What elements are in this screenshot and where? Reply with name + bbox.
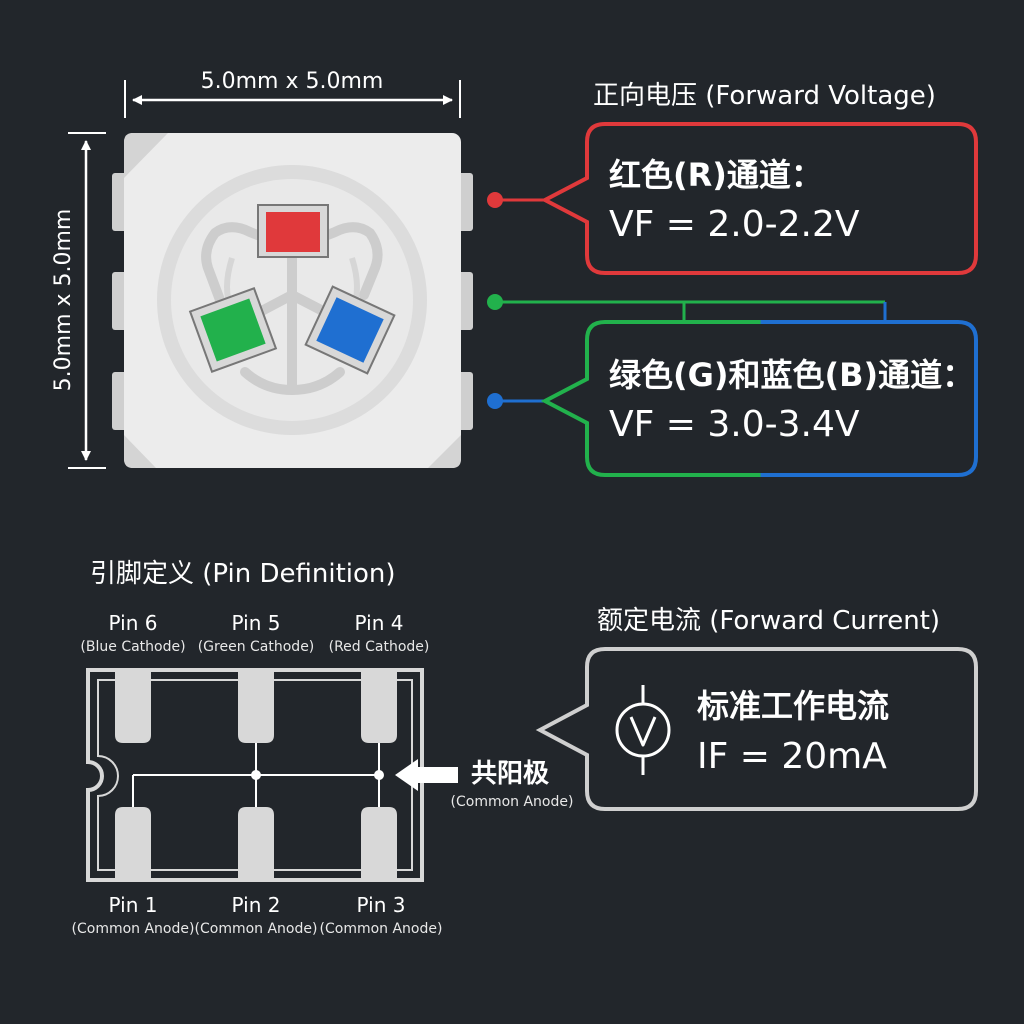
width-label: 5.0mm x 5.0mm — [201, 69, 384, 94]
height-label: 5.0mm x 5.0mm — [51, 209, 76, 392]
width-dimension: 5.0mm x 5.0mm — [124, 69, 461, 118]
common-anode-arrow — [395, 759, 458, 791]
pin-3-pad — [361, 807, 397, 880]
red-channel-label: 红色(R)通道： — [609, 156, 823, 194]
height-dimension: 5.0mm x 5.0mm — [51, 132, 106, 469]
pin-6-label: Pin 6 — [109, 611, 158, 635]
pin-5-desc: (Green Cathode) — [198, 639, 315, 655]
pin-2-label: Pin 2 — [232, 893, 281, 917]
forward-current-value: IF = 20mA — [697, 736, 887, 777]
red-vf-value: VF = 2.0-2.2V — [609, 204, 860, 245]
pin-1-pad — [115, 807, 151, 880]
pin-labels-top: Pin 6 (Blue Cathode) Pin 5 (Green Cathod… — [80, 611, 429, 655]
pin-5-label: Pin 5 — [232, 611, 281, 635]
green-chip — [188, 287, 278, 373]
red-chip — [257, 204, 329, 258]
green-blue-channel-label: 绿色(G)和蓝色(B)通道： — [609, 356, 974, 394]
pin-3-desc: (Common Anode) — [320, 921, 443, 937]
pin-6-pad — [115, 670, 151, 743]
pin-4-label: Pin 4 — [355, 611, 404, 635]
forward-current-label: 标准工作电流 — [697, 687, 889, 725]
pin-2-desc: (Common Anode) — [195, 921, 318, 937]
forward-voltage-title: 正向电压 (Forward Voltage) — [593, 81, 936, 111]
green-blue-callout-box — [540, 320, 978, 477]
common-anode-pointer: 共阳极 (Common Anode) — [395, 759, 573, 810]
green-blue-vf-value: VF = 3.0-3.4V — [609, 404, 860, 445]
blue-chip — [304, 285, 396, 375]
pin-1-desc: (Common Anode) — [72, 921, 195, 937]
common-anode-label: 共阳极 — [471, 759, 550, 789]
forward-current-title: 额定电流 (Forward Current) — [597, 606, 940, 636]
pin-definition-title: 引脚定义 (Pin Definition) — [90, 559, 396, 589]
pin-outline — [86, 668, 424, 882]
common-anode-sub: (Common Anode) — [451, 794, 574, 810]
pin-2-pad — [238, 807, 274, 880]
voltmeter-icon — [615, 685, 671, 775]
red-callout-box — [540, 122, 978, 275]
forward-current-callout: 标准工作电流 IF = 20mA — [535, 647, 978, 811]
green-blue-callout: 绿色(G)和蓝色(B)通道： VF = 3.0-3.4V — [487, 294, 978, 477]
led-package — [112, 133, 473, 468]
pin-3-label: Pin 3 — [357, 893, 406, 917]
forward-current-box — [535, 647, 978, 811]
pin-labels-bottom: Pin 1 (Common Anode) Pin 2 (Common Anode… — [72, 893, 443, 937]
pin-6-desc: (Blue Cathode) — [80, 639, 185, 655]
pin-1-label: Pin 1 — [109, 893, 158, 917]
red-callout: 红色(R)通道： VF = 2.0-2.2V — [487, 122, 978, 275]
pin1-marker — [124, 133, 168, 178]
pin-4-desc: (Red Cathode) — [329, 639, 430, 655]
pin-5-pad — [238, 670, 274, 743]
pin-4-pad — [361, 670, 397, 743]
red-die — [266, 212, 320, 252]
